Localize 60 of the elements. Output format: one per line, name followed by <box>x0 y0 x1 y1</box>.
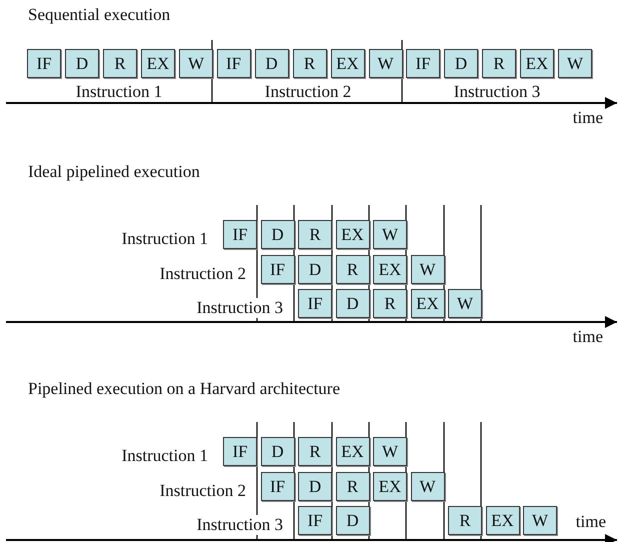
instruction-label: Instruction 1 <box>122 229 208 249</box>
stage-box: R <box>103 49 137 78</box>
stage-box: EX <box>520 49 554 78</box>
stage-box: R <box>292 49 326 78</box>
stage-box: IF <box>260 255 294 284</box>
stage-box: EX <box>373 472 407 501</box>
stage-box: D <box>298 472 332 501</box>
stage-box: W <box>410 472 444 501</box>
stage-box: W <box>448 289 482 318</box>
stage-box: W <box>558 49 592 78</box>
stage-box: R <box>482 49 516 78</box>
instruction-label: Instruction 2 <box>160 264 246 284</box>
axis-label: time <box>572 108 603 128</box>
stage-box: EX <box>330 49 364 78</box>
stage-box: D <box>260 437 294 466</box>
stage-box: IF <box>298 506 332 535</box>
stage-box: R <box>298 220 332 249</box>
stage-box: D <box>298 255 332 284</box>
stage-box: R <box>336 255 370 284</box>
stage-box: D <box>65 49 99 78</box>
stage-box: EX <box>486 506 520 535</box>
stage-box: W <box>179 49 213 78</box>
stage-box: IF <box>27 49 61 78</box>
stage-box: R <box>336 472 370 501</box>
stage-box: W <box>410 255 444 284</box>
section-title: Sequential execution <box>28 5 170 25</box>
section-title: Pipelined execution on a Harvard architecture <box>28 379 340 399</box>
instruction-label: Instruction 3 <box>196 515 283 535</box>
stage-box: W <box>368 49 402 78</box>
stage-box: IF <box>260 472 294 501</box>
stage-box: R <box>298 437 332 466</box>
section-title: Ideal pipelined execution <box>28 162 200 182</box>
axis-label: time <box>576 512 606 532</box>
instruction-label: Instruction 3 <box>454 82 540 102</box>
stage-box: IF <box>216 49 250 78</box>
stage-box: IF <box>298 289 332 318</box>
stage-box: IF <box>406 49 440 78</box>
stage-box: D <box>336 289 370 318</box>
stage-box: D <box>336 506 370 535</box>
stage-box: EX <box>410 289 444 318</box>
stage-box: EX <box>141 49 175 78</box>
stage-box: W <box>523 506 557 535</box>
stage-box: EX <box>373 255 407 284</box>
stage-box: IF <box>223 220 257 249</box>
stage-box: D <box>254 49 288 78</box>
stage-box: D <box>260 220 294 249</box>
stage-box: W <box>373 437 407 466</box>
stage-box: IF <box>223 437 257 466</box>
instruction-label: Instruction 2 <box>160 481 246 501</box>
stage-box: R <box>373 289 407 318</box>
stage-box: EX <box>336 437 370 466</box>
instruction-label: Instruction 1 <box>76 82 162 102</box>
axis-label: time <box>572 327 603 347</box>
instruction-label: Instruction 2 <box>264 82 352 102</box>
instruction-label: Instruction 3 <box>196 298 283 318</box>
stage-box: D <box>444 49 478 78</box>
stage-box: R <box>448 506 482 535</box>
stage-box: EX <box>336 220 370 249</box>
instruction-label: Instruction 1 <box>122 446 208 466</box>
stage-box: W <box>373 220 407 249</box>
